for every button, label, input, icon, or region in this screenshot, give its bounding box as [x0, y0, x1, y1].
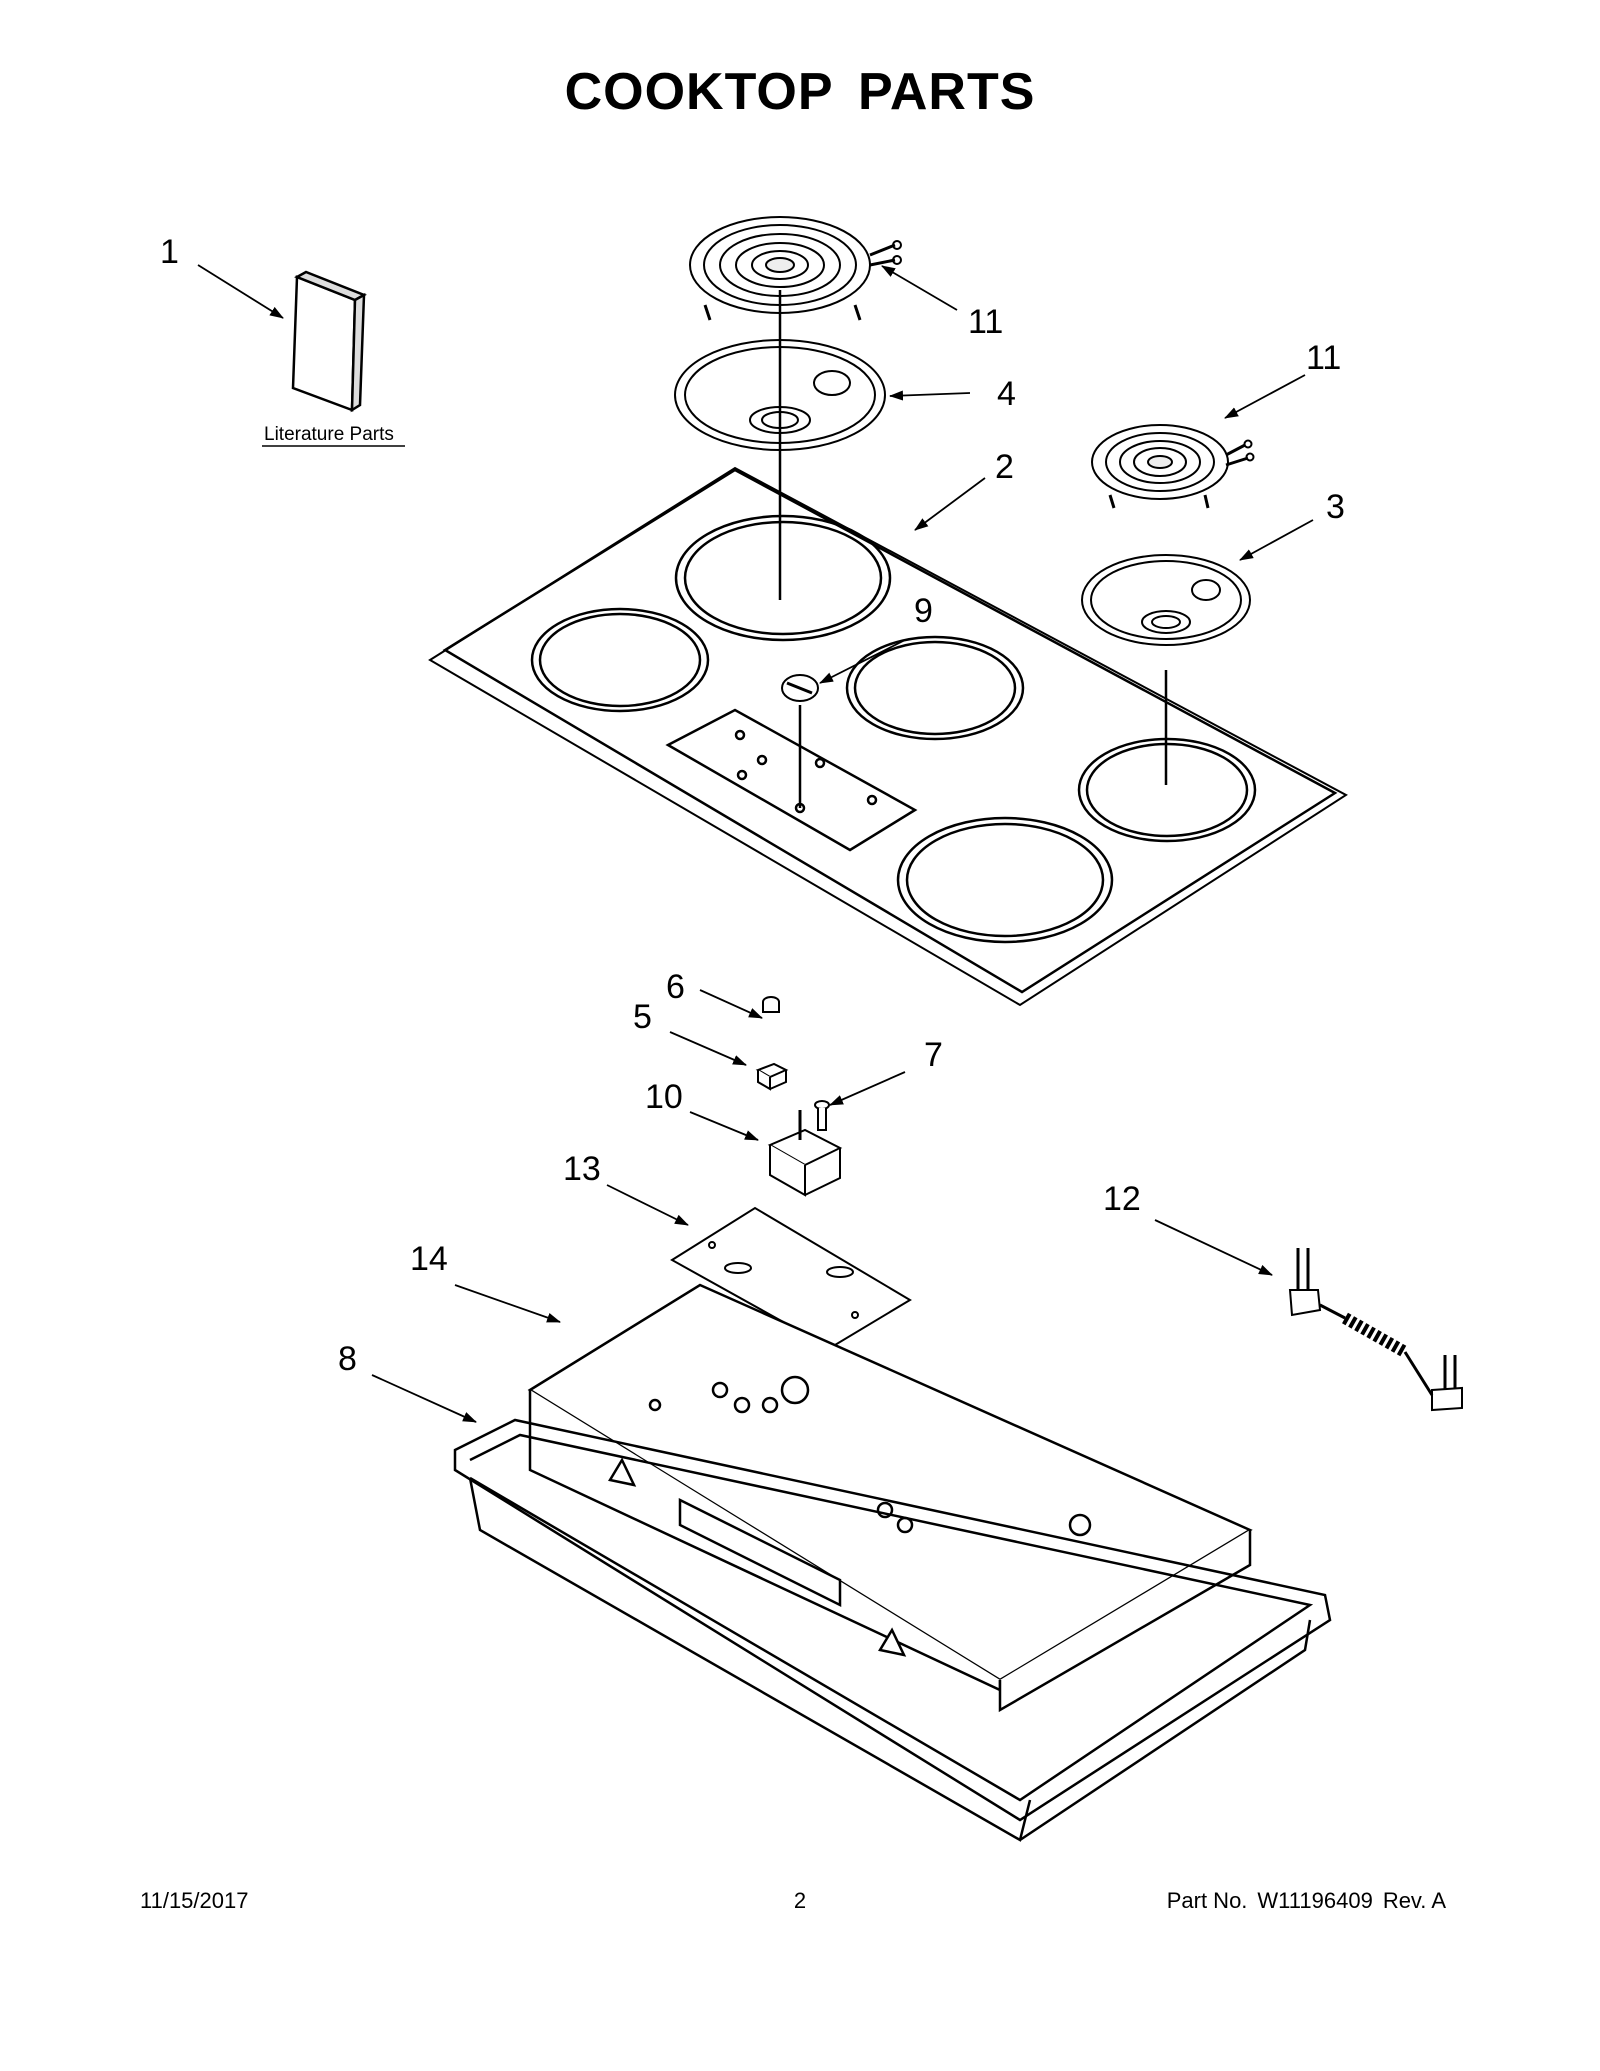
footer-date: 11/15/2017 [140, 1888, 249, 1913]
cooktop-main-top[interactable] [428, 466, 1348, 1007]
bracket-clip[interactable] [755, 1062, 789, 1091]
callout-7: 7 [924, 1036, 943, 1074]
callout-6: 6 [666, 968, 685, 1006]
large-surface-element[interactable] [689, 216, 902, 321]
page-title: COOKTOP PARTS [564, 63, 1036, 121]
literature-parts-label[interactable]: Literature Parts [264, 424, 394, 445]
infinite-switch[interactable] [767, 1110, 843, 1197]
callout-1: 1 [160, 233, 179, 271]
footer-part-number: Part No. W11196409 Rev. A [1167, 1888, 1446, 1914]
knob-insert[interactable] [762, 996, 780, 1013]
callout-2: 2 [995, 448, 1014, 486]
control-knob[interactable] [781, 674, 819, 702]
screw[interactable] [814, 1100, 830, 1131]
callout-5: 5 [633, 998, 652, 1036]
callout-13: 13 [563, 1150, 601, 1188]
callout-11-right: 11 [1306, 339, 1341, 377]
burner-box-pan[interactable] [453, 1418, 1332, 1842]
callout-9: 9 [914, 592, 933, 630]
alignment-lines [778, 290, 1168, 808]
revision: Rev. A [1382, 1888, 1446, 1913]
small-drip-bowl[interactable] [1081, 554, 1251, 646]
callout-12: 12 [1103, 1180, 1141, 1218]
burner-box[interactable] [527, 1283, 1253, 1713]
literature-booklet[interactable] [291, 270, 367, 413]
part-no-value: W11196409 [1257, 1888, 1373, 1913]
callout-10: 10 [645, 1078, 683, 1116]
footer-page-number: 2 [793, 1888, 807, 1913]
part-no-label: Part No. [1166, 1888, 1248, 1913]
leader-arrows [197, 264, 1314, 1423]
callout-14: 14 [410, 1240, 448, 1278]
callout-8: 8 [338, 1340, 357, 1378]
callout-3: 3 [1326, 488, 1345, 526]
terminal-wire-harness[interactable] [1288, 1248, 1463, 1412]
small-surface-element[interactable] [1091, 424, 1255, 509]
callout-11-top: 11 [968, 303, 1003, 341]
callout-4: 4 [997, 375, 1016, 413]
